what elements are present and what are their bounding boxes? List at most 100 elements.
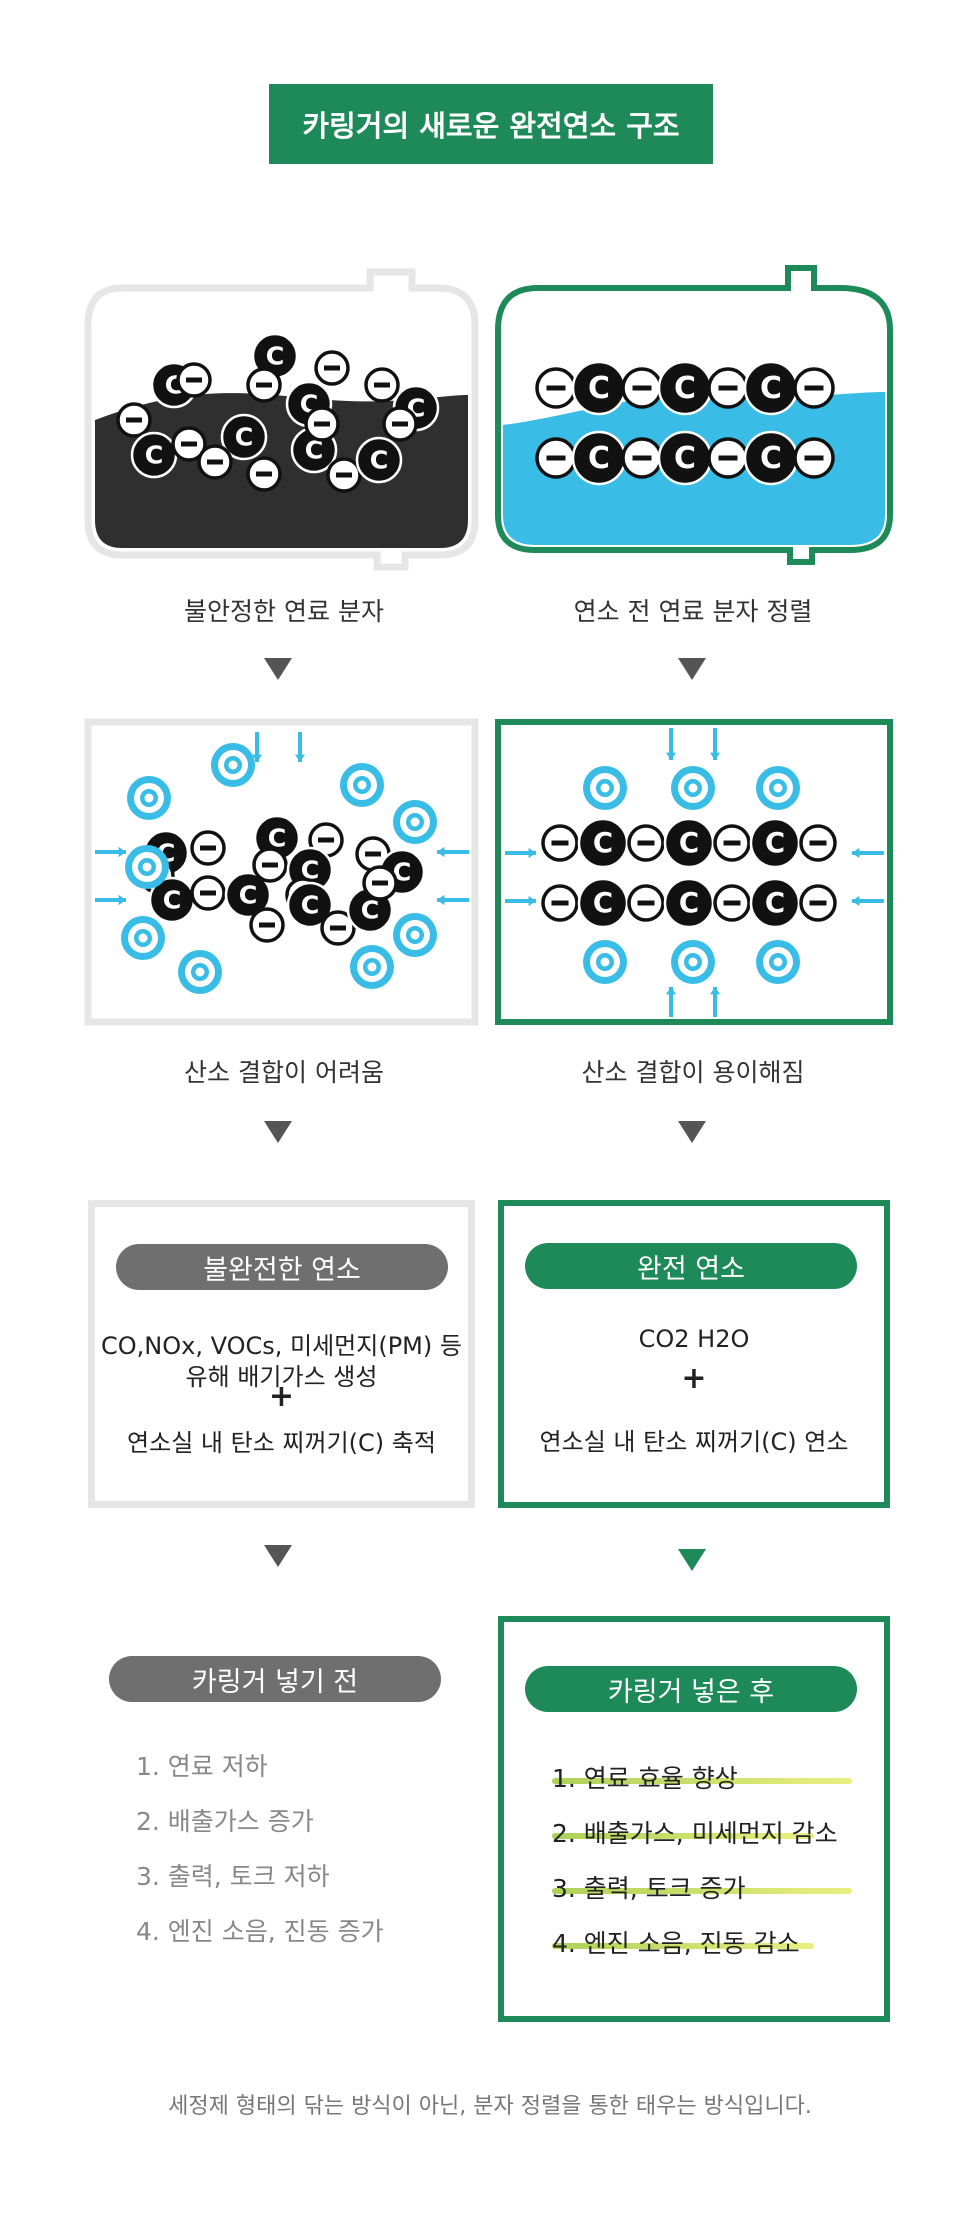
arrow-icon	[665, 987, 677, 1017]
oxygen-atom	[756, 940, 800, 984]
result-left-line1: CO,NOx, VOCs, 미세먼지(PM) 등	[101, 1332, 462, 1360]
result-right-line1: CO2 H2O	[638, 1325, 750, 1353]
bond-atom	[621, 367, 663, 409]
bond-atom	[382, 406, 418, 442]
before-section: 카링거 넣기 전 1. 연료 저하 2. 배출가스 증가 3. 출력, 토크 저…	[88, 1610, 475, 1980]
svg-text:C: C	[145, 440, 164, 469]
oxygen-atom	[178, 950, 222, 994]
svg-text:C: C	[674, 441, 696, 476]
bond-atom	[190, 875, 226, 911]
oxygen-atom	[756, 766, 800, 810]
bond-atom	[535, 437, 577, 479]
carbon-atom: C	[743, 430, 799, 486]
bond-atom	[246, 367, 282, 403]
bond-atom	[362, 865, 398, 901]
svg-text:C: C	[760, 441, 782, 476]
result-right-line3: 연소실 내 탄소 찌꺼기(C) 연소	[539, 1428, 849, 1456]
oxygen-atom	[583, 940, 627, 984]
plus-icon: +	[268, 1379, 295, 1414]
carbon-atom: C	[286, 881, 334, 929]
oxygen-atom	[211, 743, 255, 787]
svg-text:C: C	[361, 895, 380, 924]
bond-atom	[793, 367, 835, 409]
oxygen-atom	[125, 845, 169, 889]
carbon-atom: C	[224, 871, 272, 919]
bond-atom	[793, 437, 835, 479]
svg-text:C: C	[370, 445, 389, 474]
svg-text:C: C	[760, 371, 782, 406]
svg-text:C: C	[393, 857, 412, 886]
bond-atom	[320, 910, 356, 946]
bond-atom	[197, 444, 233, 480]
after-header: 카링거 넣은 후	[525, 1666, 857, 1712]
carbon-atom: C	[571, 430, 627, 486]
footer-note: 세정제 형태의 닦는 방식이 아닌, 분자 정렬을 통한 태우는 방식입니다.	[168, 2094, 812, 2119]
svg-text:C: C	[593, 826, 613, 859]
bond-atom	[799, 884, 837, 922]
down-arrow-icon	[678, 1121, 706, 1143]
carbon-atom: C	[577, 817, 629, 869]
page-title: 카링거의 새로운 완전연소 구조	[269, 84, 713, 164]
svg-text:C: C	[305, 435, 324, 464]
result-left-line2: 유해 배기가스 생성	[185, 1363, 378, 1391]
bond-atom	[713, 824, 751, 862]
oxygen-atom	[350, 945, 394, 989]
after-item: 1. 연료 효율 향상	[552, 1764, 738, 1793]
after-item: 3. 출력, 토크 증가	[552, 1874, 746, 1903]
carbon-atom: C	[663, 877, 715, 929]
svg-text:C: C	[679, 886, 699, 919]
oxygen-atom	[583, 766, 627, 810]
carbon-atom: C	[749, 877, 801, 929]
highlight-underline	[552, 1943, 814, 1949]
carbon-atom: C	[130, 431, 178, 479]
caption-hard-bonding: 산소 결합이 어려움	[184, 1058, 384, 1087]
svg-text:C: C	[588, 441, 610, 476]
bond-atom	[171, 426, 207, 462]
right-tank	[495, 265, 893, 565]
arrow-icon	[437, 846, 469, 858]
bond-atom	[314, 350, 350, 386]
carbon-atom: C	[657, 430, 713, 486]
svg-text:C: C	[239, 880, 258, 909]
arrow-icon	[505, 895, 536, 907]
carbon-atom: C	[355, 436, 403, 484]
svg-text:C: C	[679, 826, 699, 859]
svg-text:C: C	[765, 886, 785, 919]
svg-text:C: C	[268, 823, 287, 852]
incomplete-combustion-header: 불완전한 연소	[116, 1244, 448, 1290]
bond-atom	[799, 824, 837, 862]
after-item: 4. 엔진 소음, 진동 감소	[552, 1929, 800, 1958]
oxygen-atom	[340, 763, 384, 807]
arrow-icon	[95, 846, 126, 858]
result-left-line3: 연소실 내 탄소 찌꺼기(C) 축적	[127, 1429, 436, 1457]
highlight-underline	[552, 1778, 852, 1784]
before-item: 1. 연료 저하	[136, 1752, 268, 1781]
incomplete-combustion-panel: 불완전한 연소 CO,NOx, VOCs, 미세먼지(PM) 등 유해 배기가스…	[88, 1200, 475, 1508]
highlight-underline	[552, 1888, 852, 1894]
bond-atom	[713, 884, 751, 922]
bond-atom	[627, 824, 665, 862]
caption-easy-bonding: 산소 결합이 용이해짐	[581, 1058, 805, 1087]
arrow-icon	[852, 895, 884, 907]
complete-combustion-panel: 완전 연소 CO2 H2O + 연소실 내 탄소 찌꺼기(C) 연소	[498, 1200, 890, 1508]
bond-atom	[535, 367, 577, 409]
arrow-icon	[251, 732, 263, 762]
arrow-icon	[852, 847, 884, 859]
bond-atom	[249, 907, 285, 943]
before-header: 카링거 넣기 전	[109, 1656, 441, 1702]
caption-unstable-fuel: 불안정한 연료 분자	[184, 597, 384, 626]
arrow-icon	[437, 894, 469, 906]
svg-text:C: C	[593, 886, 613, 919]
down-arrow-icon	[264, 1545, 292, 1567]
bond-atom	[541, 884, 579, 922]
bond-atom	[707, 437, 749, 479]
svg-text:C: C	[301, 890, 320, 919]
arrow-icon	[95, 894, 126, 906]
arrow-icon	[709, 987, 721, 1017]
down-arrow-icon	[678, 1549, 706, 1571]
